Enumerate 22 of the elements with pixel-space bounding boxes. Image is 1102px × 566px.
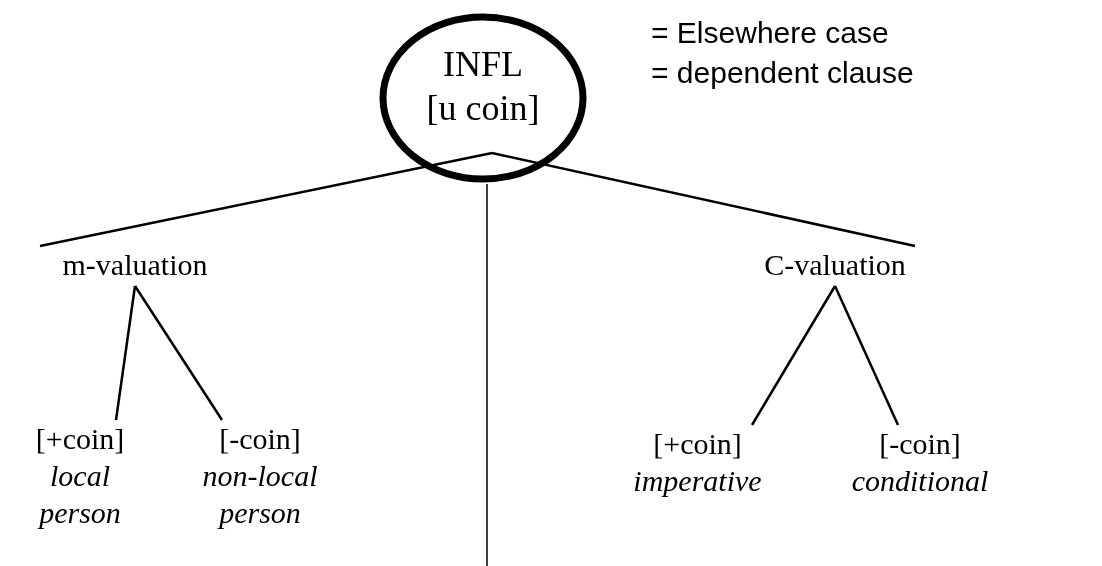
tree-branch [114,285,137,421]
gloss-text: imperative [632,463,763,499]
tree-branch [750,285,837,426]
node-label: INFL [442,43,524,86]
gloss-text: local person [36,458,122,531]
legend-note: = Elsewhere case [651,16,889,50]
gloss-text: non-local person [201,458,319,531]
feature-label: [+coin] [34,421,126,457]
feature-label: [+coin] [652,426,743,462]
feature-label: C-valuation [763,247,907,283]
tree-branch [39,151,493,248]
gloss-text: conditional [850,463,990,499]
legend-note: = dependent clause [651,56,914,90]
ellipse-node [378,12,588,184]
gloss-text: [u coin] [425,87,541,130]
feature-label: [-coin] [878,426,962,462]
tree-branch [833,285,900,426]
tree-branch [486,183,488,566]
feature-label: m-valuation [61,247,209,283]
tree-branch [491,151,916,248]
feature-label: [-coin] [218,421,302,457]
tree-branch [133,285,224,421]
